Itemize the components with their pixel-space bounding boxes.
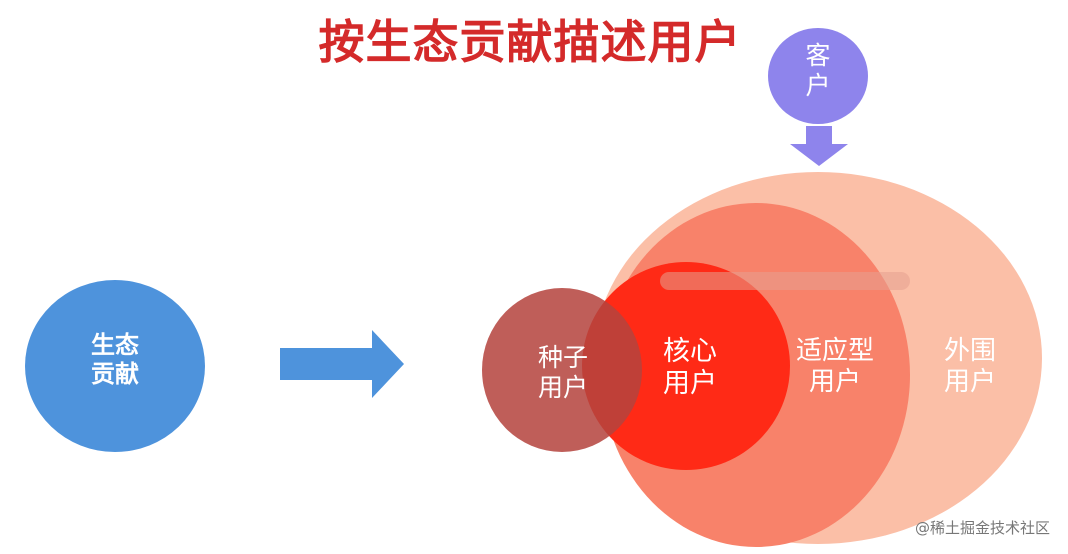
customer-circle	[768, 28, 868, 124]
customer-label: 客 户	[805, 41, 831, 100]
page-title: 按生态贡献描述用户	[318, 15, 742, 69]
watermark: @稀土掘金技术社区	[914, 519, 1050, 537]
ecosystem-contribution-circle	[25, 280, 205, 452]
core-users-label: 核心 用户	[663, 336, 717, 400]
right-arrow	[280, 330, 404, 398]
ecosystem-contribution-label: 生态 贡献	[91, 331, 139, 388]
seed-users-circle	[482, 288, 642, 452]
seed-users-label: 种子 用户	[537, 343, 588, 402]
blurred-band	[660, 272, 910, 290]
outer-users-label: 外围 用户	[943, 336, 996, 398]
core-users-circle	[582, 262, 790, 470]
adaptive-users-label: 适应型 用户	[795, 336, 874, 398]
down-arrow	[790, 126, 848, 166]
